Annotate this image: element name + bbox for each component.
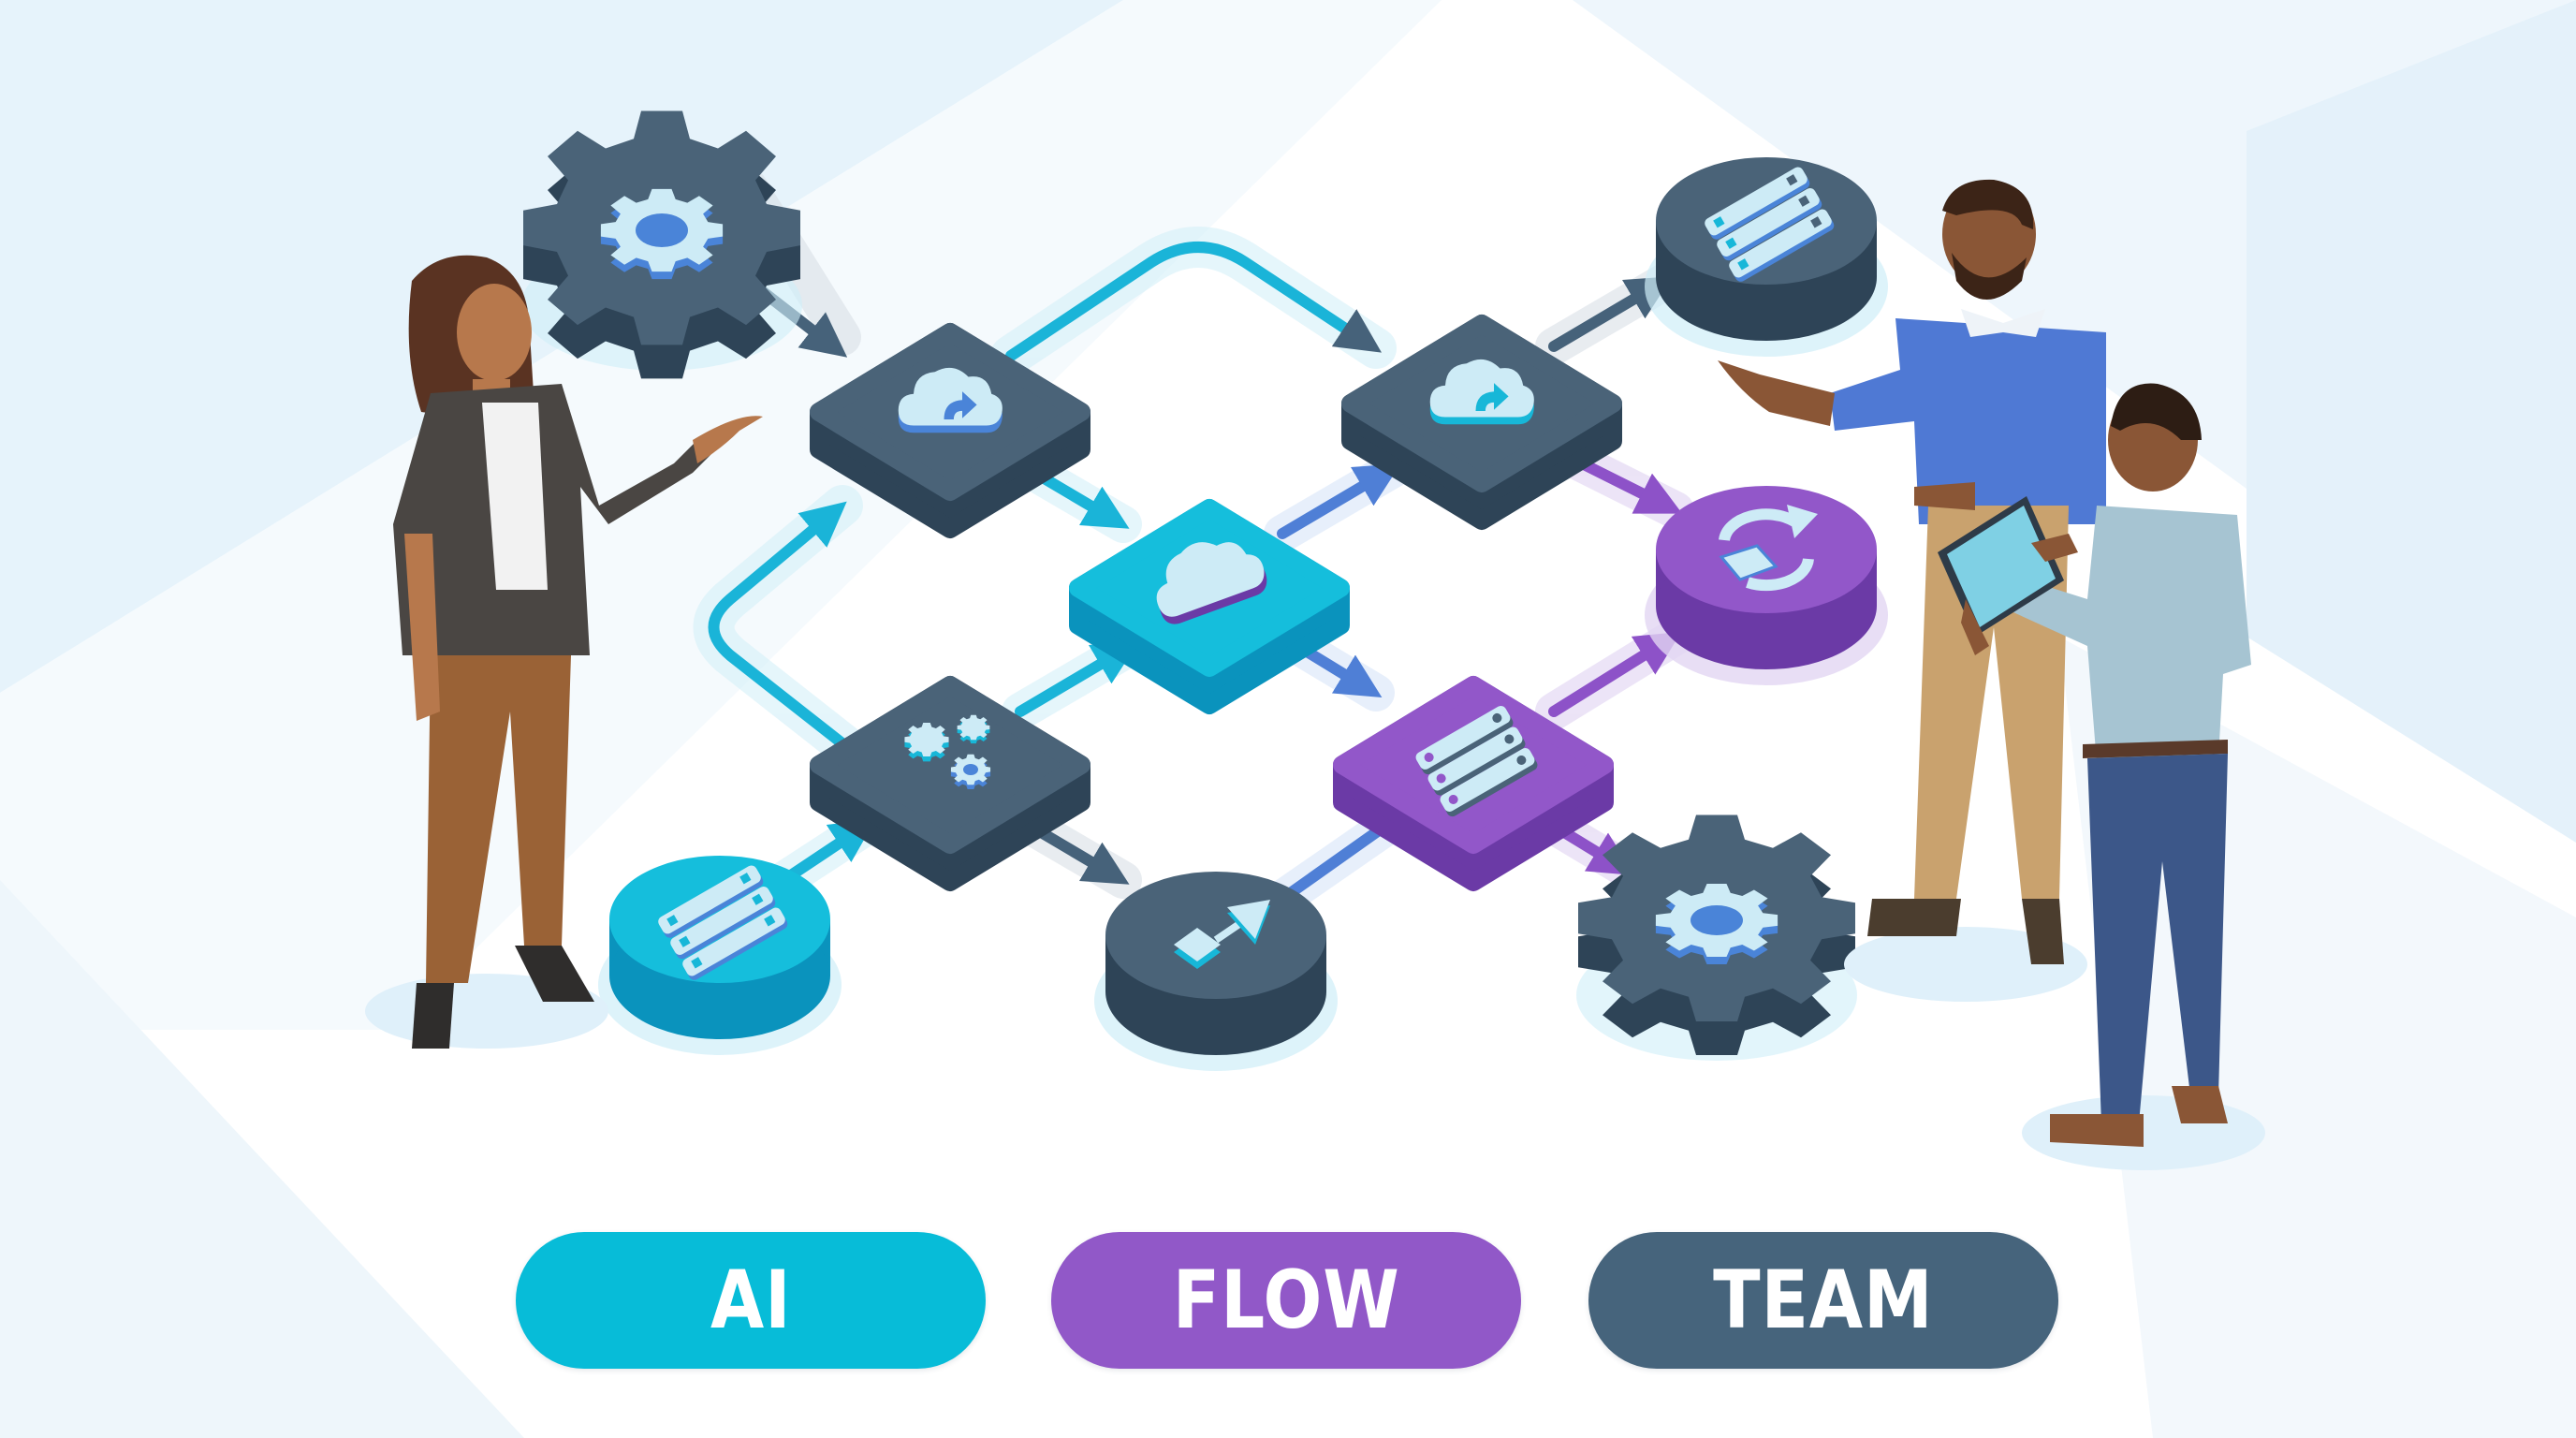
gear-node-top-left bbox=[521, 110, 802, 379]
cloud-sync-icon bbox=[1429, 359, 1534, 425]
cloud-sync-node-right bbox=[1341, 315, 1622, 530]
refresh-icon bbox=[1719, 505, 1818, 592]
label-team-text: TEAM bbox=[1713, 1254, 1934, 1347]
refresh-disc-node bbox=[1645, 486, 1888, 685]
server-stack-icon bbox=[658, 865, 788, 980]
cloud-sync-icon bbox=[898, 367, 1003, 433]
label-flow[interactable]: FLOW bbox=[1051, 1232, 1521, 1369]
multi-gear-icon bbox=[904, 714, 991, 790]
gear-node-bottom-right bbox=[1576, 814, 1857, 1061]
server-disc-node-cyan bbox=[598, 856, 842, 1055]
deploy-disc-node bbox=[1094, 872, 1338, 1071]
person-woman-pointing bbox=[365, 255, 763, 1049]
label-team[interactable]: TEAM bbox=[1588, 1232, 2058, 1369]
connector-loop-top bbox=[1005, 242, 1383, 361]
server-stack-icon bbox=[1705, 167, 1835, 282]
label-ai[interactable]: AI bbox=[516, 1232, 986, 1369]
server-node-purple bbox=[1333, 676, 1614, 891]
server-disc-node-top bbox=[1645, 157, 1888, 357]
label-ai-text: AI bbox=[710, 1254, 792, 1347]
server-stack-icon bbox=[1415, 705, 1538, 817]
label-flow-text: FLOW bbox=[1172, 1254, 1400, 1347]
connector-loop-left bbox=[708, 501, 867, 764]
deploy-arrow-icon bbox=[1174, 900, 1270, 969]
cloud-sync-node-left bbox=[810, 323, 1090, 538]
cloud-node-center bbox=[1069, 499, 1350, 714]
gears-node bbox=[810, 676, 1090, 891]
person-man-with-tablet bbox=[1938, 383, 2265, 1170]
